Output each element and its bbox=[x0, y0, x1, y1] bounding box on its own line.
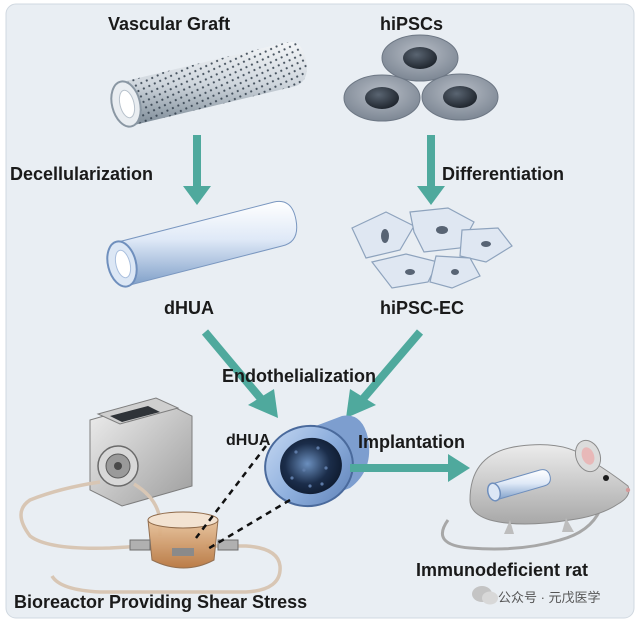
arrow-endothelialization-right bbox=[346, 329, 424, 418]
label-differentiation: Differentiation bbox=[442, 164, 565, 184]
label-bioreactor: Bioreactor Providing Shear Stress bbox=[14, 592, 308, 612]
watermark-text: 公众号 · 元戊医学 bbox=[498, 590, 601, 605]
label-vascular-graft: Vascular Graft bbox=[108, 14, 231, 34]
label-dhua: dHUA bbox=[164, 298, 214, 318]
label-implantation: Implantation bbox=[358, 432, 465, 452]
wechat-icon bbox=[472, 586, 498, 605]
panel-background bbox=[5, 3, 635, 619]
vascular-graft-illustration bbox=[110, 41, 307, 128]
arrow-decellularization bbox=[183, 135, 211, 205]
label-hipscs: hiPSCs bbox=[380, 14, 444, 34]
arrow-implantation bbox=[350, 454, 470, 482]
zoom-line-bottom bbox=[205, 498, 291, 552]
zoom-line-top bbox=[195, 445, 267, 539]
label-hipsc-ec: hiPSC-EC bbox=[380, 298, 465, 318]
label-dhua-inset: dHUA bbox=[226, 432, 271, 449]
label-immunodeficient-rat: Immunodeficient rat bbox=[416, 560, 589, 580]
hipscs-illustration bbox=[343, 34, 499, 122]
hipsc-ec-illustration bbox=[351, 207, 513, 289]
arrow-endothelialization-left bbox=[201, 329, 278, 418]
arrow-differentiation bbox=[417, 135, 445, 205]
rat-illustration bbox=[441, 439, 631, 551]
label-endothelialization: Endothelialization bbox=[222, 366, 377, 386]
endothelialized-dhua-illustration bbox=[264, 415, 370, 508]
label-decellularization: Decellularization bbox=[10, 164, 154, 184]
dhua-tube-illustration bbox=[106, 200, 298, 288]
bioreactor-illustration bbox=[19, 397, 282, 594]
